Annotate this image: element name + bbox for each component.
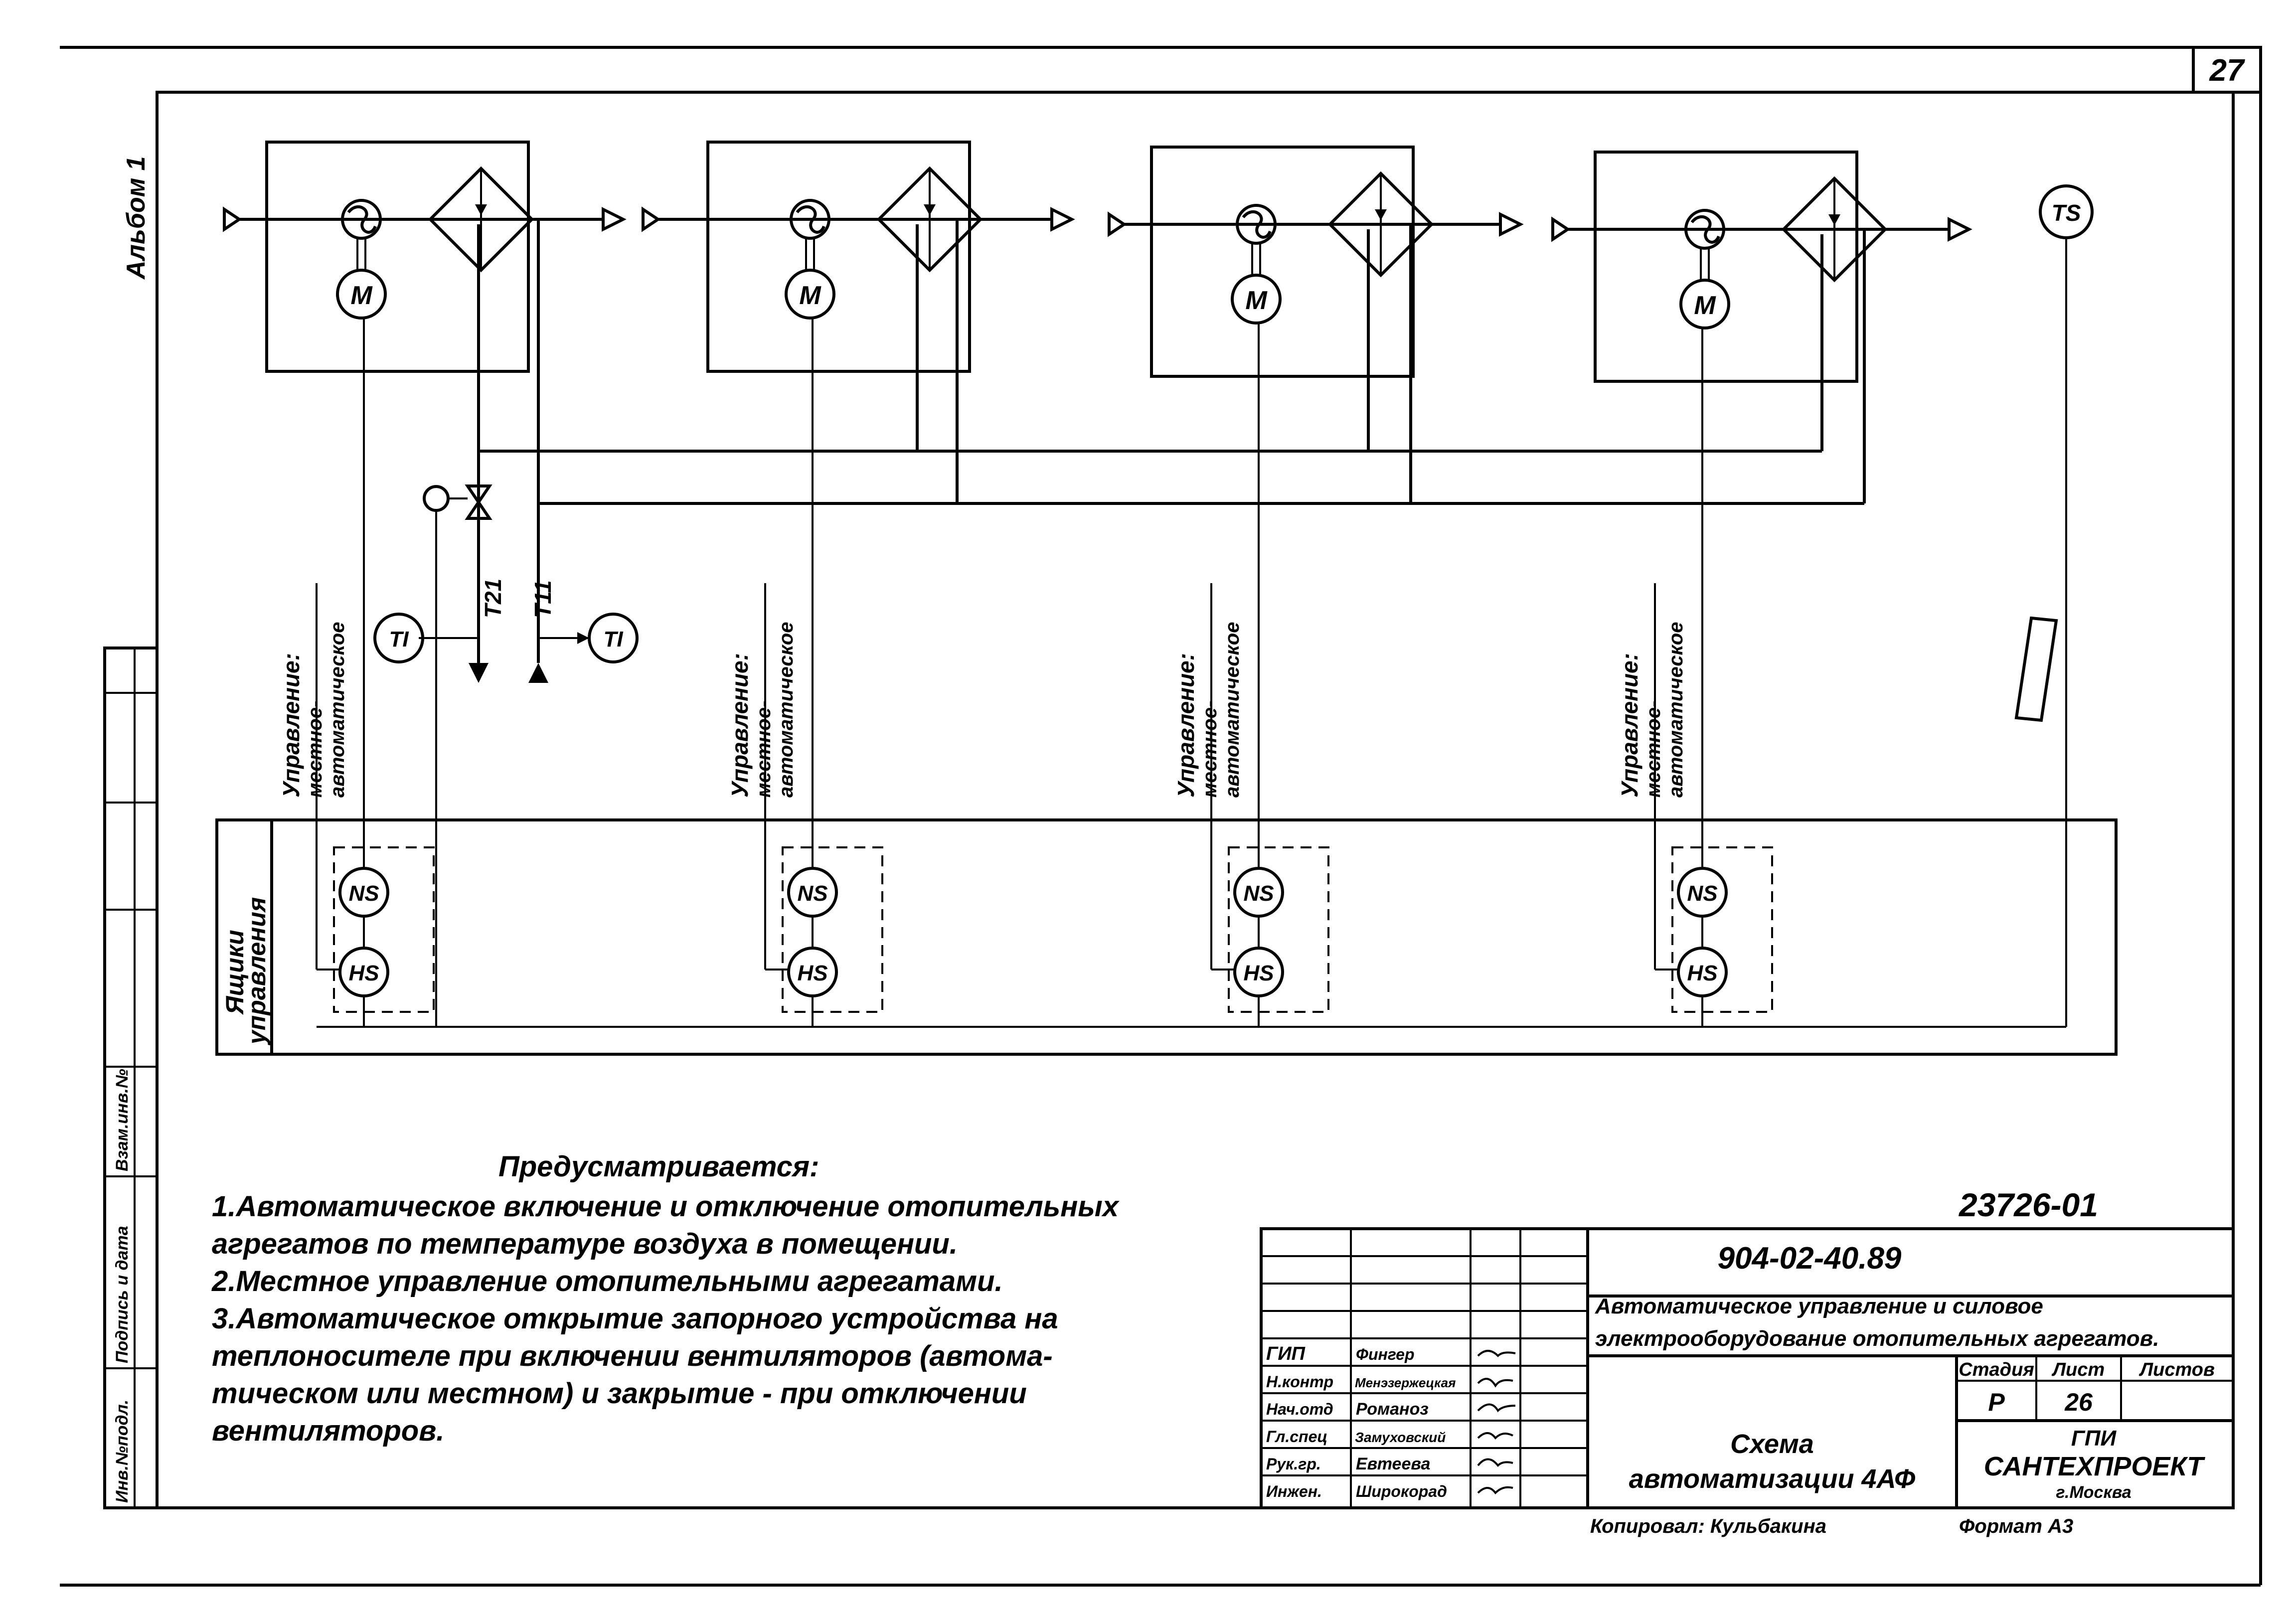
notes-title: Предусматривается: [498, 1150, 819, 1183]
control-labels-2: Управление: местное- автоматическое [727, 622, 797, 798]
note-line-1: 1.Автоматическое включение и отключение … [212, 1190, 1120, 1223]
motor-label-2: M [799, 281, 821, 310]
pipe-t21-label: T21 [480, 579, 506, 618]
motor-label-1: M [350, 281, 373, 310]
name-0: Фингер [1356, 1345, 1414, 1363]
notes-block: Предусматривается: 1.Автоматическое вклю… [211, 1150, 1120, 1447]
role-2: Нач.отд [1266, 1400, 1333, 1418]
hs-label-2: HS [797, 961, 827, 985]
stamp-inv-label: Инв.№подл. [113, 1400, 132, 1503]
project-title-2: электрооборудование отопительных агрегат… [1595, 1326, 2159, 1351]
stage-header: Стадия [1959, 1359, 2034, 1380]
svg-text:автоматическое: автоматическое [1221, 622, 1243, 798]
hs-label-4: HS [1687, 961, 1717, 985]
note-line-6: тическом или местном) и закрытие - при о… [212, 1377, 1027, 1410]
svg-text:местное-: местное- [753, 701, 775, 798]
name-4: Евтеева [1356, 1455, 1430, 1473]
album-label: Альбом 1 [122, 156, 151, 280]
project-title-1: Автоматическое управление и силовое [1595, 1294, 2043, 1318]
ns-label-3: NS [1243, 881, 1274, 906]
ns-hs-group-1 [316, 319, 435, 1027]
svg-text:Управление:: Управление: [727, 653, 753, 798]
doc-code: 23726-01 [1958, 1186, 2098, 1223]
sheets-header: Листов [2138, 1359, 2215, 1380]
svg-text:автоматическое: автоматическое [1665, 622, 1687, 798]
unit-1: M [223, 141, 627, 373]
unit-3: M [1108, 146, 1524, 378]
stamp-sign-label: Подпись и дата [113, 1226, 132, 1363]
svg-text:автоматическое: автоматическое [775, 622, 797, 798]
title-block: 904-02-40.89 Автоматическое управление и… [1260, 1227, 2235, 1509]
ns-label-1: NS [348, 881, 379, 906]
sheet-number: 27 [2209, 53, 2245, 88]
role-5: Инжен. [1266, 1482, 1322, 1500]
stamp-replace-label: Взам.инв.№ [113, 1069, 132, 1171]
pipe-t11-label: T11 [530, 580, 556, 618]
sheet-title-2: автоматизации 4АФ [1629, 1464, 1915, 1494]
ns-hs-group-2 [764, 319, 883, 1027]
svg-text:Управление:: Управление: [1173, 653, 1199, 798]
name-5: Широкорад [1356, 1482, 1447, 1500]
name-1: Менэзержецкая [1355, 1375, 1456, 1390]
note-line-7: вентиляторов. [212, 1415, 444, 1447]
svg-text:Управление:: Управление: [1617, 653, 1642, 798]
panel-label-1: Ящики [221, 930, 249, 1015]
control-labels-4: Управление: местное- автоматическое [1617, 622, 1687, 798]
sheet-number-box [2192, 46, 2262, 94]
unit-4: M [1551, 151, 1972, 383]
ns-hs-group-4 [1654, 329, 1773, 1027]
role-1: Н.контр [1266, 1373, 1333, 1391]
note-line-2: агрегатов по температуре воздуха в помещ… [212, 1228, 958, 1260]
role-3: Гл.спец [1266, 1428, 1327, 1446]
name-2: Романоз [1356, 1400, 1429, 1419]
side-stamp: Инв.№подл. Подпись и дата Взам.инв.№ [103, 647, 159, 1509]
format-label: Формат А3 [1959, 1515, 2073, 1537]
ti-left-sensor [373, 613, 424, 663]
svg-text:автоматическое: автоматическое [327, 622, 348, 798]
org-line-1: ГПИ [2071, 1426, 2117, 1451]
stage-value: Р [1988, 1388, 2005, 1416]
control-panel [215, 818, 2118, 1056]
svg-text:местное-: местное- [1642, 701, 1664, 798]
org-line-3: г.Москва [2056, 1483, 2131, 1502]
control-labels-3: Управление: местное- автоматическое [1173, 622, 1243, 798]
note-line-3: 2.Местное управление отопительными агрег… [211, 1265, 1003, 1297]
copied-by: Копировал: Кульбакина [1590, 1515, 1826, 1537]
svg-text:местное-: местное- [304, 701, 326, 798]
control-labels-1: Управление: местное- автоматическое [278, 622, 348, 798]
project-code: 904-02-40.89 [1718, 1241, 1902, 1276]
ti-right-label: TI [603, 627, 623, 651]
sheet-header: Лист [2051, 1359, 2105, 1380]
note-line-4: 3.Автоматическое открытие запорного устр… [212, 1302, 1058, 1335]
panel-label-2: управления [243, 897, 271, 1046]
hs-label-1: HS [348, 961, 379, 985]
ts-label: TS [2052, 200, 2081, 226]
role-0: ГИП [1266, 1343, 1306, 1364]
role-4: Рук.гр. [1266, 1455, 1321, 1473]
unit-2: M [642, 141, 1075, 373]
sheet-title-1: Схема [1730, 1429, 1814, 1459]
motor-label-4: M [1694, 291, 1716, 320]
motor-label-3: M [1245, 286, 1268, 315]
ti-left-label: TI [389, 627, 409, 651]
ns-label-4: NS [1687, 881, 1717, 906]
component-marker [2014, 616, 2058, 722]
hs-label-3: HS [1243, 961, 1274, 985]
ns-label-2: NS [797, 881, 827, 906]
heat-carrier-pipes [419, 219, 1866, 1027]
sheet-value: 26 [2064, 1388, 2093, 1416]
note-line-5: теплоносителе при включении вентиляторов… [212, 1340, 1053, 1372]
svg-text:Управление:: Управление: [278, 653, 304, 798]
svg-text:местное-: местное- [1199, 701, 1221, 798]
org-line-2: САНТЕХПРОЕКТ [1984, 1452, 2205, 1481]
ns-hs-group-3 [1210, 324, 1329, 1027]
name-3: Замуховский [1355, 1430, 1446, 1445]
